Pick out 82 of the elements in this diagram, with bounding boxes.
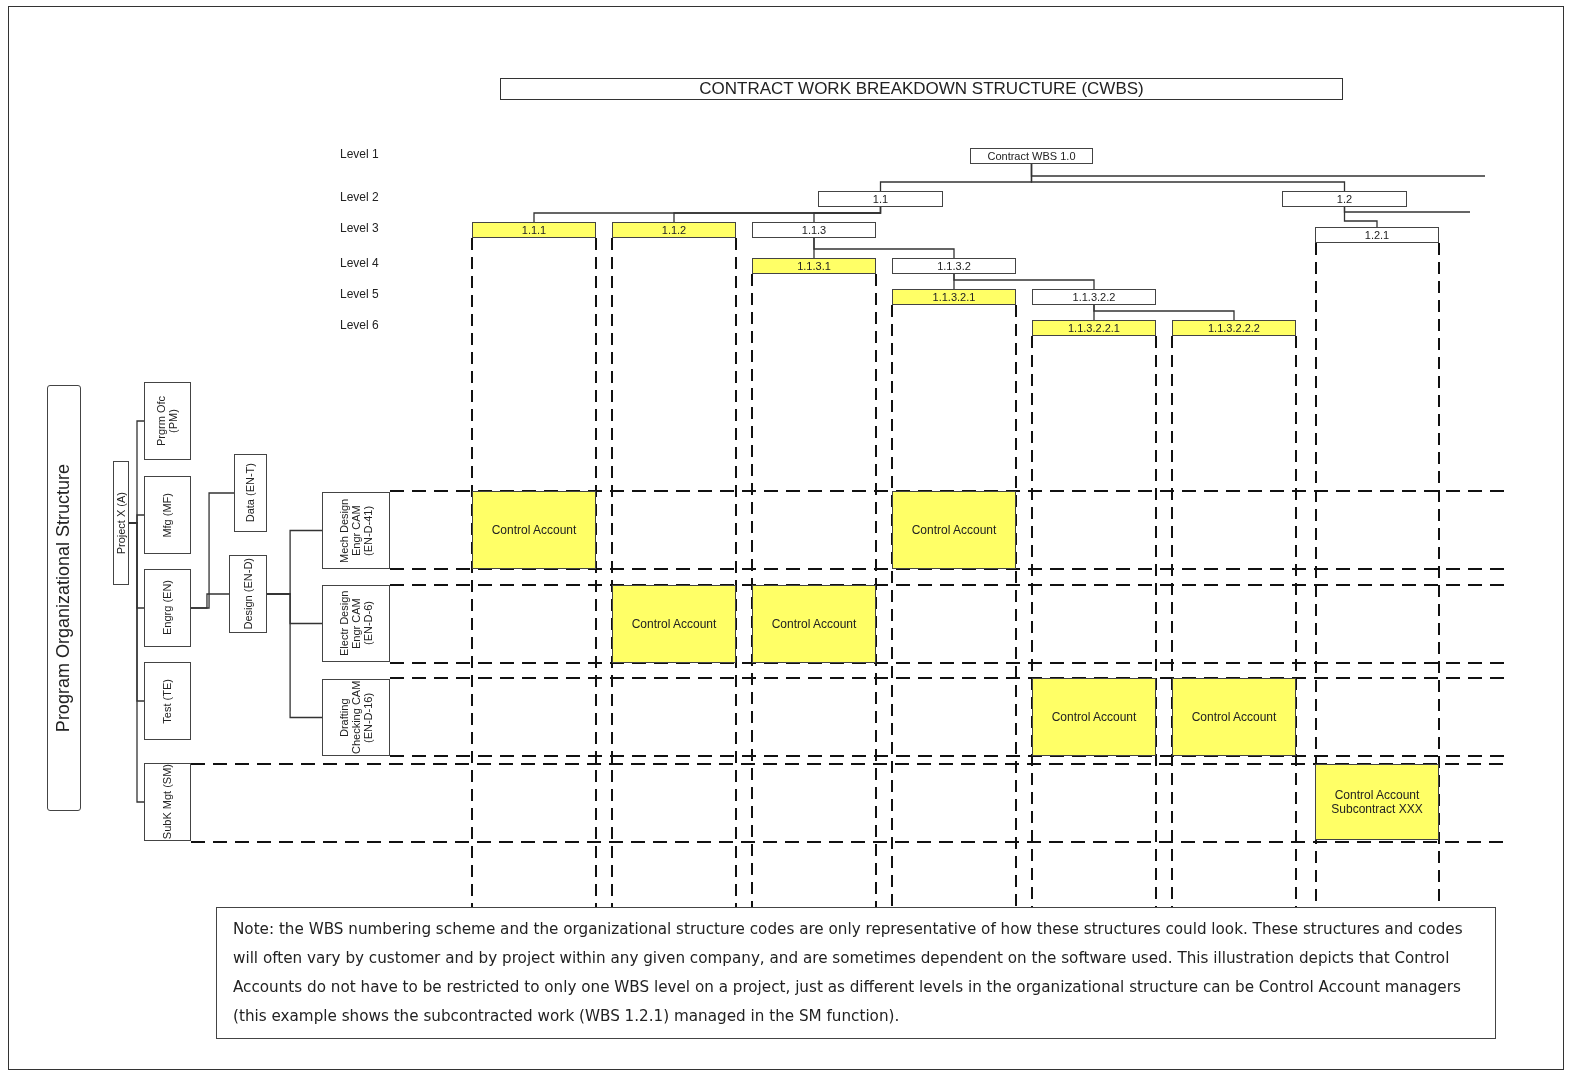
box-label: Data (EN-T) — [244, 463, 257, 523]
box-label: 1.1.3.2.2 — [1072, 291, 1116, 303]
connector-line — [1343, 206, 1471, 213]
box-label: Contract WBS 1.0 — [987, 150, 1076, 162]
org-unit-box — [234, 454, 267, 532]
wbs-element-box — [1032, 320, 1156, 336]
box-label: Control Account — [911, 523, 997, 537]
box-label: 1.1.3 — [801, 224, 827, 236]
box-label: Electr Design Engr CAM (EN-D-6) — [337, 589, 375, 659]
box-label: Design (EN-D) — [241, 558, 255, 630]
level-label: Level 2 — [340, 190, 379, 204]
org-unit-box — [144, 476, 191, 554]
heading-box — [47, 385, 81, 811]
connector-line — [1093, 304, 1235, 321]
connector-line — [190, 593, 230, 609]
wbs-element-box — [1032, 289, 1156, 305]
wbs-element-box — [970, 148, 1093, 164]
org-unit-box — [113, 461, 129, 585]
level-label: Level 3 — [340, 221, 379, 235]
connector-line — [953, 273, 1095, 290]
control-account-box — [752, 585, 876, 663]
level-label: Level 1 — [340, 147, 379, 161]
box-label: Control Account Subcontract XXX — [1330, 788, 1424, 816]
box-label: SubK Mgt (SM) — [161, 764, 174, 840]
connector-line — [813, 237, 955, 259]
org-unit-box — [144, 763, 191, 841]
box-label: 1.1.3.2.1 — [932, 291, 976, 303]
wbs-element-box — [892, 289, 1016, 305]
org-unit-box — [322, 679, 390, 756]
box-label: Mfg (MF) — [161, 492, 174, 538]
control-account-box — [1032, 678, 1156, 756]
wbs-element-box — [818, 191, 943, 207]
control-account-box — [612, 585, 736, 663]
box-label: Control Account — [1051, 710, 1137, 724]
box-label: 1.1.2 — [661, 224, 687, 236]
box-label: Mech Design Engr CAM (EN-D-41) — [337, 497, 375, 565]
wbs-element-box — [1282, 191, 1407, 207]
box-label: 1.1.3.2.2.2 — [1208, 322, 1260, 334]
connector-line — [128, 522, 145, 803]
level-label: Level 4 — [340, 256, 379, 270]
wbs-element-box — [892, 258, 1016, 274]
title: CONTRACT WORK BREAKDOWN STRUCTURE (CWBS) — [699, 79, 1144, 99]
wbs-element-box — [752, 258, 876, 274]
org-unit-box — [322, 492, 390, 569]
wbs-element-box — [752, 222, 876, 238]
org-unit-box — [322, 585, 390, 662]
box-label: Prgrm Ofc (PM) — [155, 394, 180, 449]
box-label: Engrg (EN) — [161, 580, 174, 636]
org-unit-box — [229, 555, 267, 633]
control-account-box — [472, 491, 596, 569]
box-label: Drafting Checking CAM (EN-D-16) — [337, 680, 375, 755]
control-account-box — [1172, 678, 1296, 756]
box-label: 1.2.1 — [1364, 229, 1390, 241]
box-label: Control Account — [1191, 710, 1277, 724]
box-label: 1.1 — [872, 193, 889, 205]
box-label: Control Account — [771, 617, 857, 631]
wbs-element-box — [472, 222, 596, 238]
org-unit-box — [144, 569, 191, 647]
box-label: Control Account — [631, 617, 717, 631]
box-label: 1.1.1 — [521, 224, 547, 236]
wbs-element-box — [612, 222, 736, 238]
wbs-element-box — [1172, 320, 1296, 336]
connector-line — [266, 593, 323, 719]
control-account-box — [892, 491, 1016, 569]
wbs-element-box — [1315, 227, 1439, 243]
box-label: 1.1.3.2 — [937, 260, 971, 272]
connector-line — [1030, 163, 1486, 177]
heading-text: Program Organizational Structure — [54, 463, 74, 733]
org-unit-box — [144, 382, 191, 460]
box-label: 1.1.3.1 — [797, 260, 831, 272]
control-account-box — [1315, 764, 1439, 840]
box-label: Project X (A) — [114, 491, 128, 555]
level-label: Level 5 — [340, 287, 379, 301]
box-label: Control Account — [491, 523, 577, 537]
level-label: Level 6 — [340, 318, 379, 332]
note-box — [216, 907, 1496, 1039]
note-text: Note: the WBS numbering scheme and the organizational structure codes are only representative of how these structures could look. These structures and codes will often vary by customer and by project within any given company, and are sometimes dependent on the software used. This illustration depicts that Control Accounts do not have to be restricted to only one WBS level on a project, just as different levels in the organizational structure can be Control Account managers (this example shows the subcontracted work (WBS 1.2.1) managed in the SM function). — [233, 919, 1464, 1027]
connector-line — [813, 206, 882, 223]
org-unit-box — [144, 662, 191, 740]
box-label: 1.1.3.2.2.1 — [1068, 322, 1120, 334]
box-label: Test (TE) — [161, 678, 174, 724]
box-label: 1.2 — [1336, 193, 1353, 205]
